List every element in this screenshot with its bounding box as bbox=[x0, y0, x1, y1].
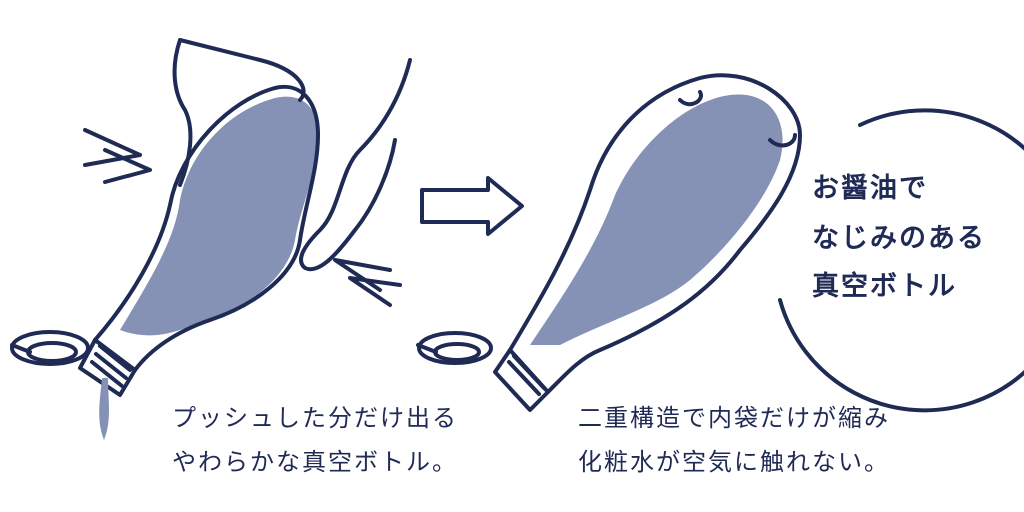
bottle-outline-right bbox=[508, 73, 802, 394]
hand-illustration bbox=[299, 58, 412, 272]
bottle-liquid-left bbox=[120, 96, 319, 336]
bottle-outline-left bbox=[93, 84, 320, 372]
bottle-neck-right bbox=[493, 348, 550, 412]
right-arrow-icon bbox=[420, 176, 524, 236]
inner-bag-liquid bbox=[530, 94, 783, 346]
left-caption: プッシュした分だけ出る やわらかな真空ボトル。 bbox=[172, 396, 458, 484]
left-caption-line2: やわらかな真空ボトル。 bbox=[172, 448, 458, 476]
badge-line3: 真空ボトル bbox=[812, 271, 957, 302]
left-caption-line1: プッシュした分だけ出る bbox=[172, 404, 458, 432]
squeeze-arrow-icon bbox=[83, 128, 142, 167]
right-caption: 二重構造で内袋だけが縮み 化粧水が空気に触れない。 bbox=[578, 396, 890, 484]
vacuum-bottle bbox=[416, 73, 1024, 413]
liquid-drip bbox=[99, 378, 109, 440]
badge-line1: お醤油で bbox=[812, 173, 928, 204]
squeezed-bottle bbox=[10, 38, 412, 440]
bottle-neck-left bbox=[78, 338, 137, 397]
right-caption-line2: 化粧水が空気に触れない。 bbox=[578, 448, 890, 476]
badge-circle bbox=[778, 108, 1024, 413]
right-caption-line1: 二重構造で内袋だけが縮み bbox=[578, 404, 890, 432]
badge-line2: なじみのある bbox=[812, 223, 986, 254]
